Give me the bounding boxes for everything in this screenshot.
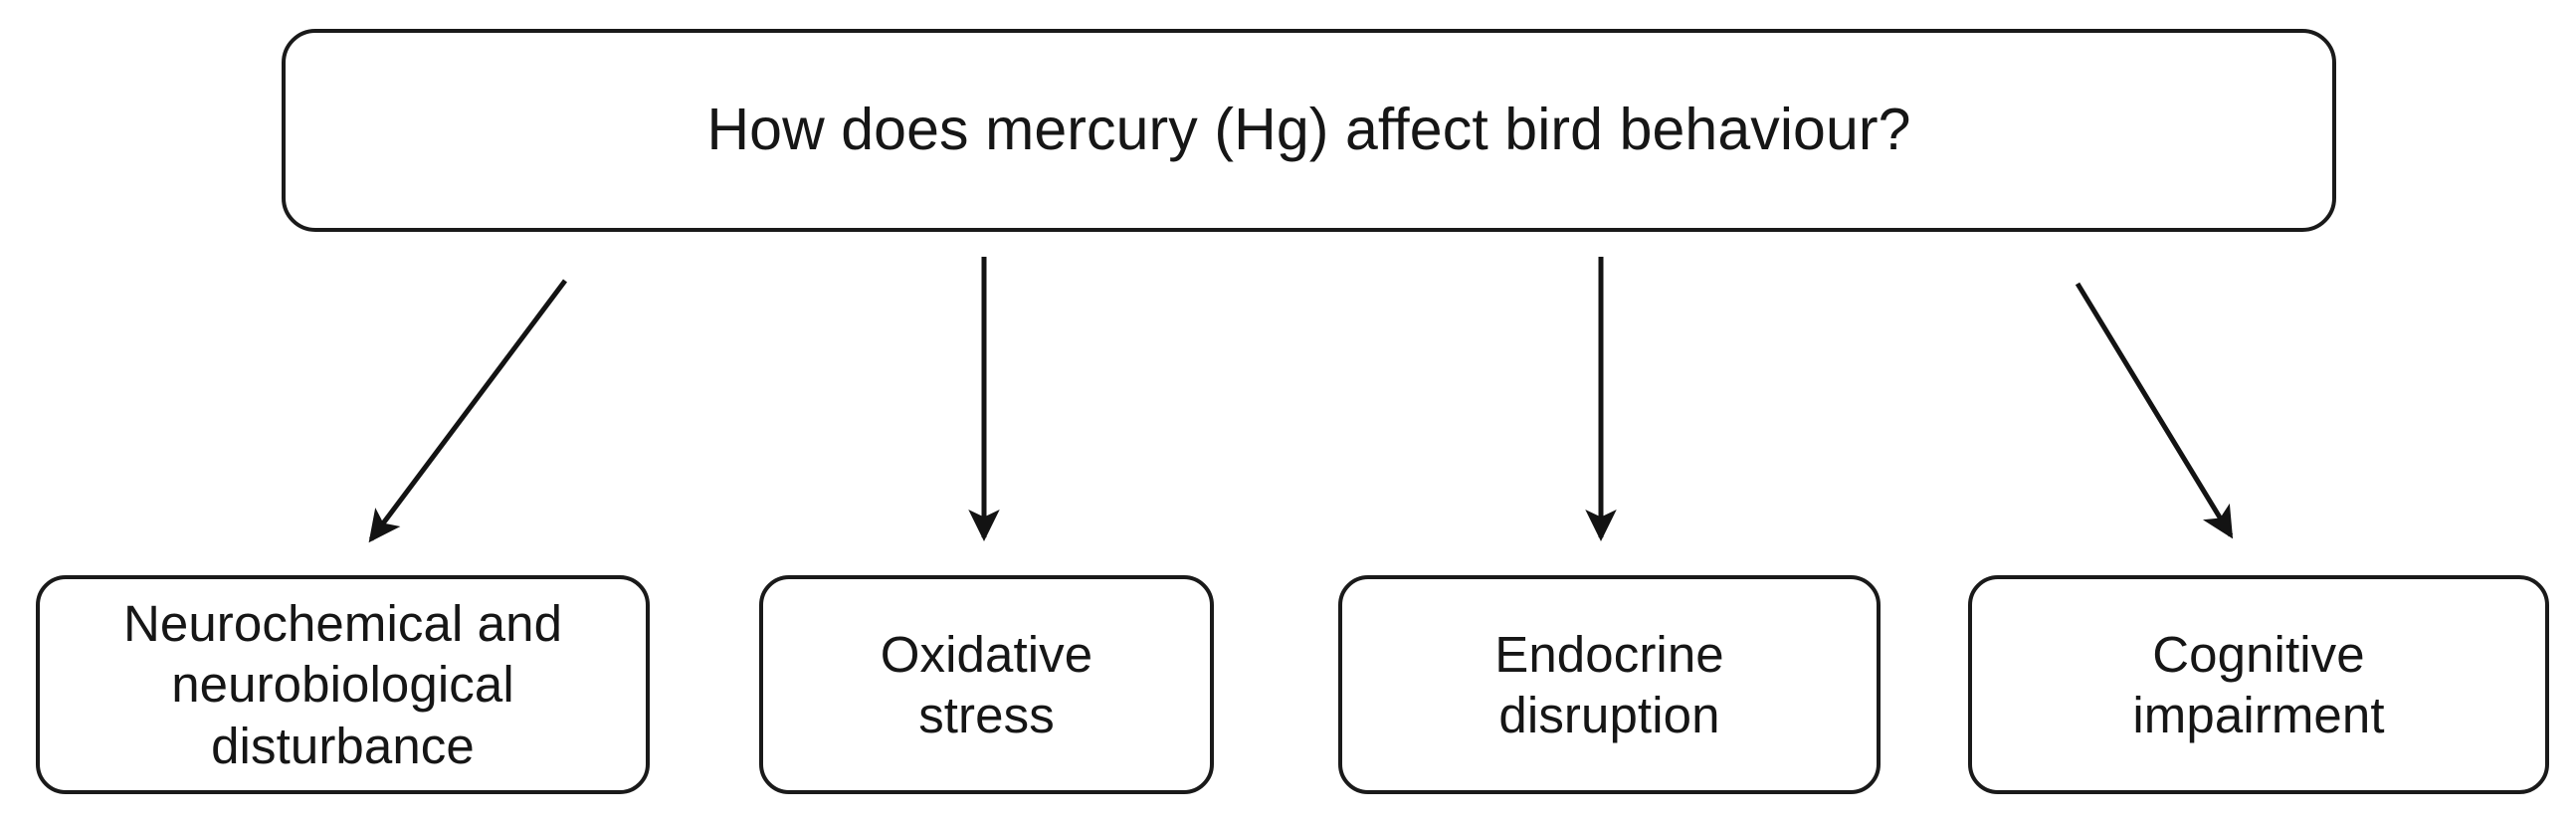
node-endocrine-disruption-label: Endocrine disruption bbox=[1494, 625, 1724, 743]
connector-root-to-neurochemical bbox=[368, 279, 567, 543]
node-neurochemical-disturbance: Neurochemical and neurobiological distur… bbox=[36, 575, 650, 794]
node-root-label: How does mercury (Hg) affect bird behavi… bbox=[706, 97, 1911, 163]
node-root-question: How does mercury (Hg) affect bird behavi… bbox=[282, 29, 2336, 232]
node-cognitive-impairment-label: Cognitive impairment bbox=[2132, 625, 2385, 743]
node-neurochemical-disturbance-label: Neurochemical and neurobiological distur… bbox=[122, 595, 563, 774]
node-oxidative-stress: Oxidative stress bbox=[759, 575, 1214, 794]
node-oxidative-stress-label: Oxidative stress bbox=[880, 625, 1093, 743]
node-endocrine-disruption: Endocrine disruption bbox=[1338, 575, 1881, 794]
node-cognitive-impairment: Cognitive impairment bbox=[1968, 575, 2549, 794]
connector-root-to-cognitive bbox=[2075, 282, 2234, 539]
